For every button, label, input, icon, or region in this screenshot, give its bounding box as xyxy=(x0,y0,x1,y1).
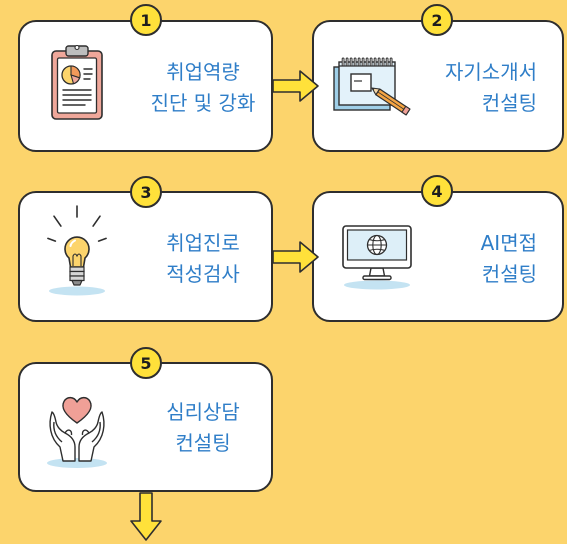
step-5-title-line1: 심리상담 xyxy=(166,400,240,424)
step-2-title-line1: 자기소개서 xyxy=(445,60,537,84)
step-5-title: 심리상담 컨설팅 xyxy=(133,397,273,459)
step-3-card: 취업진로 적성검사 xyxy=(18,191,273,322)
step-3-title-line1: 취업진로 xyxy=(166,231,240,255)
step-5-card: 심리상담 컨설팅 xyxy=(18,362,273,492)
step-5-number-badge: 5 xyxy=(130,347,162,379)
step-4-title-line1: AI면접 xyxy=(480,231,537,255)
step-4-card: AI면접 컨설팅 xyxy=(312,191,564,322)
step-3-number-badge: 3 xyxy=(130,176,162,208)
lightbulb-icon xyxy=(47,205,107,296)
step-5-title-line2: 컨설팅 xyxy=(175,431,231,455)
step-1-number-badge: 1 xyxy=(130,4,162,36)
step-3-title: 취업진로 적성검사 xyxy=(133,228,273,290)
step-3-title-line2: 적성검사 xyxy=(166,262,240,286)
step-1-card: 취업역량 진단 및 강화 xyxy=(18,20,273,152)
step-2-number-badge: 2 xyxy=(421,4,453,36)
step-1-title-line2: 진단 및 강화 xyxy=(150,91,256,115)
down-arrow-icon xyxy=(130,492,162,541)
monitor-globe-icon xyxy=(342,225,412,290)
step-2-title: 자기소개서 컨설팅 xyxy=(445,57,537,119)
step-4-title-line2: 컨설팅 xyxy=(481,262,537,286)
step-1-title-line1: 취업역량 xyxy=(166,60,240,84)
step-4-title: AI면접 컨설팅 xyxy=(481,228,537,290)
sketchbook-pencil-icon xyxy=(333,57,411,116)
step-2-title-line2: 컨설팅 xyxy=(481,91,537,115)
step-1-title: 취업역량 진단 및 강화 xyxy=(133,57,273,119)
heart-hands-icon xyxy=(47,396,107,468)
clipboard-chart-icon xyxy=(51,44,103,120)
step-4-number-badge: 4 xyxy=(421,175,453,207)
step-2-card: 자기소개서 컨설팅 xyxy=(312,20,564,152)
